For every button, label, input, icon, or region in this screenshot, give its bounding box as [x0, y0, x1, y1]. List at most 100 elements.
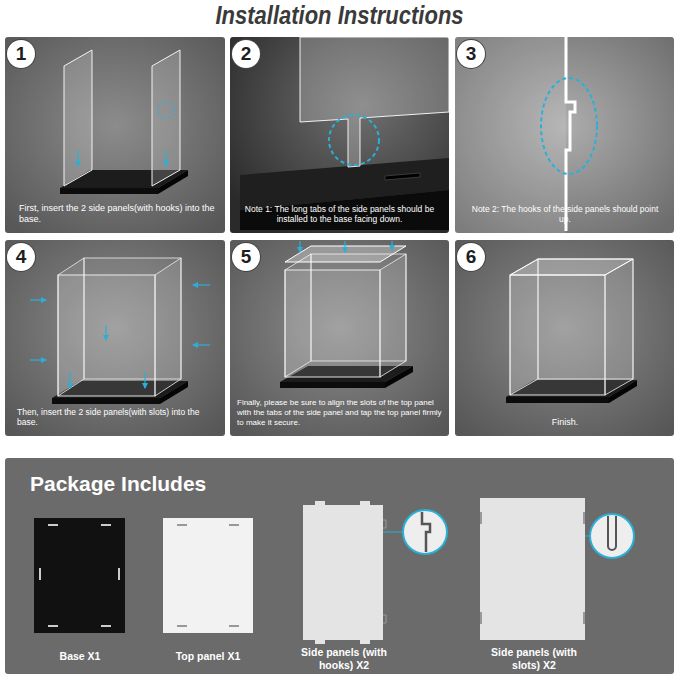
- step-number-circle: 5: [232, 243, 260, 271]
- step6-illustration: [506, 259, 637, 403]
- step5-illustration: [344, 241, 345, 252]
- step1-illustration: [158, 102, 174, 118]
- step-number: 5: [232, 243, 260, 271]
- package-panel: Package Includes: [5, 458, 674, 674]
- side-panel-slots-part: [590, 514, 634, 558]
- step-number-circle: 2: [232, 40, 260, 68]
- step2-illustration: [385, 173, 420, 180]
- step4-illustration: [105, 325, 106, 340]
- panel-backgrounds: [455, 37, 674, 233]
- side-panel-hooks-part: [315, 501, 325, 505]
- side-panel-slots-part: [583, 612, 585, 624]
- step1-illustration: [60, 188, 158, 194]
- step3-illustration: [455, 37, 597, 233]
- step5-illustration: [280, 241, 413, 388]
- part-label: Base X1: [30, 650, 130, 663]
- step-number: 3: [457, 40, 485, 68]
- side-panel-hooks-part: [422, 512, 430, 552]
- step5-illustration: [285, 270, 380, 377]
- panel-backgrounds: [230, 37, 449, 233]
- step-number: 4: [7, 243, 35, 271]
- panel-backgrounds: [5, 37, 225, 233]
- step-panel: Finish. 6: [455, 240, 674, 436]
- top-panel-part: [229, 625, 239, 627]
- top-panel-part: [163, 518, 253, 633]
- title: Installation Instructions: [41, 0, 639, 30]
- base-part: [118, 568, 120, 580]
- step3-illustration: [455, 37, 566, 233]
- side-panel-hooks-part: [383, 520, 386, 528]
- step3-illustration: [566, 37, 575, 231]
- panel-backgrounds: [455, 240, 674, 436]
- base-part: [39, 568, 41, 580]
- side-panel-hooks-part: [360, 501, 370, 505]
- panel-backgrounds: [5, 458, 674, 674]
- step4-illustration: [30, 258, 210, 404]
- base-part: [48, 625, 58, 627]
- step6-illustration: [510, 275, 605, 395]
- step-panel: Note 2: The hooks of the side panels sho…: [455, 37, 674, 233]
- base-part: [101, 524, 111, 526]
- step1-illustration: [152, 50, 180, 186]
- step-caption: First, insert the 2 side panels(with hoo…: [19, 203, 219, 226]
- step1-illustration: [60, 50, 188, 194]
- side-panel-hooks-part: [303, 501, 447, 644]
- part-label: Side panels (with hooks) X2: [298, 646, 390, 671]
- step4-illustration: [52, 398, 160, 404]
- step4-illustration: [193, 344, 210, 345]
- step2-illustration: [300, 37, 449, 167]
- step4-illustration: [69, 372, 70, 388]
- side-panel-slots-part: [480, 612, 482, 624]
- step3-illustration: [541, 78, 597, 174]
- step4-illustration: [144, 372, 145, 388]
- step1-illustration: [64, 50, 92, 186]
- step5-illustration: [280, 382, 385, 388]
- step-number: 2: [232, 40, 260, 68]
- step-number-circle: 3: [457, 40, 485, 68]
- side-panel-slots-part: [480, 498, 585, 640]
- step4-illustration: [30, 359, 46, 360]
- step-caption: Note 1: The long tabs of the side panels…: [237, 204, 442, 225]
- step-number-circle: 1: [7, 40, 35, 68]
- top-panel-part: [229, 524, 239, 526]
- side-panel-hooks-part: [403, 510, 447, 554]
- top-panel-part: [177, 524, 187, 526]
- step-caption: Finally, please be sure to align the slo…: [237, 398, 443, 428]
- step-caption: Finish.: [465, 417, 665, 428]
- panel-backgrounds: [230, 240, 449, 436]
- step5-illustration: [380, 254, 406, 377]
- step5-illustration: [299, 241, 300, 252]
- step6-illustration: [510, 259, 633, 275]
- side-panel-hooks-part: [303, 505, 383, 640]
- step-panel: First, insert the 2 side panels(with hoo…: [5, 37, 225, 233]
- top-panel-part: [163, 518, 253, 633]
- step5-illustration: [391, 241, 392, 250]
- step2-illustration: [329, 115, 379, 165]
- step6-illustration: [605, 259, 633, 395]
- step4-illustration: [193, 284, 210, 285]
- side-panel-hooks-part: [383, 532, 403, 533]
- part-label: Side panels (with slots) X2: [488, 646, 580, 671]
- side-panel-slots-part: [480, 498, 634, 640]
- side-panel-slots-part: [608, 516, 616, 550]
- step1-illustration: [165, 150, 166, 166]
- part-label: Top panel X1: [158, 650, 258, 663]
- step-number: 1: [7, 40, 35, 68]
- step-panel: Finally, please be sure to align the slo…: [230, 240, 449, 436]
- step-number-circle: 6: [457, 243, 485, 271]
- step-panel: Note 1: The long tabs of the side panels…: [230, 37, 449, 233]
- step2-illustration: [240, 37, 449, 230]
- side-panel-hooks-part: [383, 615, 386, 623]
- step-number: 6: [457, 243, 485, 271]
- base-part: [48, 524, 58, 526]
- base-part: [101, 625, 111, 627]
- step4-illustration: [30, 299, 46, 300]
- side-panel-hooks-part: [315, 640, 325, 644]
- side-panel-hooks-part: [360, 640, 370, 644]
- base-part: [34, 518, 125, 633]
- step4-illustration: [155, 258, 181, 396]
- side-panel-slots-part: [583, 512, 585, 524]
- panel-backgrounds: [5, 37, 674, 674]
